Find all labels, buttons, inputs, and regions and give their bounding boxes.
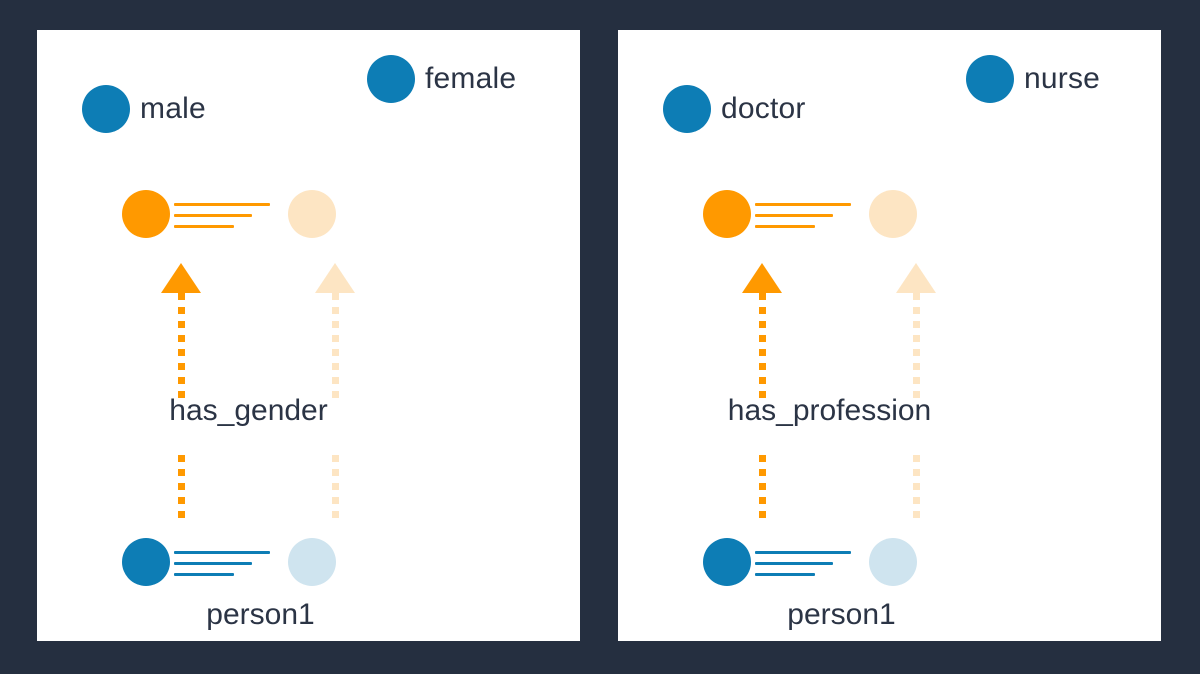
relation-arrow-strong bbox=[742, 263, 782, 401]
panel-gender: male female has_gender bbox=[37, 30, 580, 641]
panel-profession: doctor nurse has_profession bbox=[618, 30, 1161, 641]
legend-label: male bbox=[140, 92, 206, 125]
legend-item-female[interactable]: female bbox=[367, 55, 516, 103]
instance-label-text: person1 bbox=[787, 598, 896, 631]
circle-icon bbox=[966, 55, 1014, 103]
arrowhead-icon bbox=[742, 263, 782, 293]
legend-label: female bbox=[425, 62, 517, 95]
dotted-stem bbox=[177, 455, 185, 525]
dotted-stem bbox=[331, 455, 339, 525]
instance-node-group[interactable] bbox=[122, 538, 336, 586]
class-node-group[interactable] bbox=[122, 190, 336, 238]
dotted-stem bbox=[331, 293, 339, 401]
legend-item-doctor[interactable]: doctor bbox=[663, 85, 806, 133]
relation-arrow-strong-lower bbox=[742, 455, 782, 525]
dotted-stem bbox=[177, 293, 185, 401]
dotted-stem bbox=[758, 293, 766, 401]
dotted-stem bbox=[912, 455, 920, 525]
entity-node-pale-icon bbox=[288, 538, 336, 586]
circle-icon bbox=[663, 85, 711, 133]
relation-arrow-strong-lower bbox=[161, 455, 201, 525]
entity-node-pale-icon bbox=[869, 538, 917, 586]
relation-arrow-strong bbox=[161, 263, 201, 401]
entity-attribute-lines-icon bbox=[755, 538, 867, 586]
instance-label: person1 bbox=[618, 600, 1161, 630]
dotted-stem bbox=[758, 455, 766, 525]
entity-attribute-lines-icon bbox=[755, 190, 867, 238]
entity-node-pale-icon bbox=[288, 190, 336, 238]
arrowhead-icon bbox=[161, 263, 201, 293]
relation-arrow-faint-lower bbox=[896, 455, 936, 525]
instance-label-text: person1 bbox=[206, 598, 315, 631]
entity-node-icon bbox=[703, 190, 751, 238]
arrowhead-icon bbox=[315, 263, 355, 293]
relation-arrow-faint-lower bbox=[315, 455, 355, 525]
legend-label: nurse bbox=[1024, 62, 1101, 95]
relation-arrow-faint bbox=[315, 263, 355, 401]
relation-label-text: has_profession bbox=[727, 394, 932, 427]
relation-label-text: has_gender bbox=[169, 394, 328, 427]
legend-item-male[interactable]: male bbox=[82, 85, 206, 133]
arrowhead-icon bbox=[896, 263, 936, 293]
instance-label: person1 bbox=[37, 600, 580, 630]
dotted-stem bbox=[912, 293, 920, 401]
relation-label: has_gender bbox=[37, 396, 580, 426]
instance-node-group[interactable] bbox=[703, 538, 917, 586]
relation-arrow-faint bbox=[896, 263, 936, 401]
entity-node-icon bbox=[122, 538, 170, 586]
legend-label: doctor bbox=[721, 92, 806, 125]
entity-node-pale-icon bbox=[869, 190, 917, 238]
circle-icon bbox=[367, 55, 415, 103]
entity-attribute-lines-icon bbox=[174, 538, 286, 586]
legend-item-nurse[interactable]: nurse bbox=[966, 55, 1100, 103]
entity-node-icon bbox=[703, 538, 751, 586]
circle-icon bbox=[82, 85, 130, 133]
entity-attribute-lines-icon bbox=[174, 190, 286, 238]
class-node-group[interactable] bbox=[703, 190, 917, 238]
relation-label: has_profession bbox=[618, 396, 1161, 426]
entity-node-icon bbox=[122, 190, 170, 238]
